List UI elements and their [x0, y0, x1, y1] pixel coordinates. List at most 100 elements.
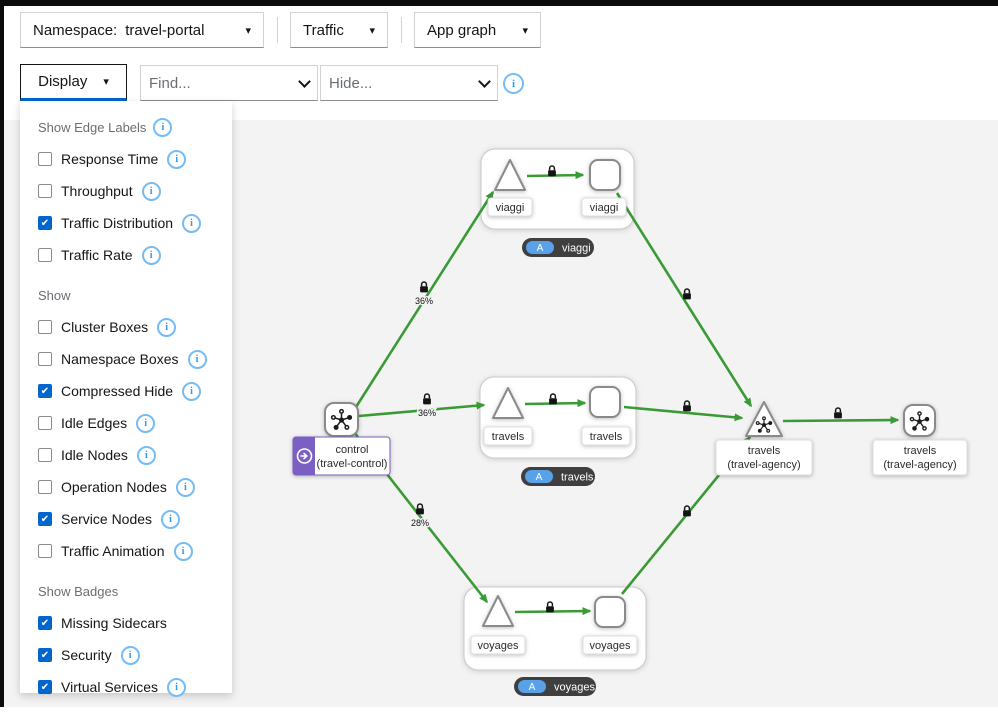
mtls-lock-icon	[419, 281, 429, 294]
chevron-down-icon[interactable]	[471, 81, 497, 86]
info-icon[interactable]: i	[153, 117, 173, 137]
option-traffic-distribution[interactable]: Traffic Distribution i	[38, 207, 232, 239]
checkbox[interactable]	[38, 512, 52, 526]
svg-text:voyages: voyages	[478, 640, 519, 652]
node-label-travels-service: travels	[483, 426, 533, 446]
option-idle-nodes[interactable]: Idle Nodes i	[38, 439, 232, 471]
node-label-voyages-workload: voyages	[582, 635, 638, 655]
option-namespace-boxes[interactable]: Namespace Boxes i	[38, 343, 232, 375]
info-icon[interactable]: i	[141, 181, 161, 201]
checkbox[interactable]	[38, 248, 52, 262]
chevron-down-icon: ▾	[522, 24, 528, 37]
info-icon[interactable]: i	[187, 349, 207, 369]
option-traffic-animation[interactable]: Traffic Animation i	[38, 535, 232, 567]
window-edge-top	[0, 0, 998, 6]
edge-percent-label: 28%	[411, 518, 429, 528]
toolbar-divider	[401, 17, 402, 43]
info-icon[interactable]: i	[182, 213, 202, 233]
graph-type-select[interactable]: App graph ▾	[414, 12, 541, 48]
info-icon[interactable]: i	[182, 381, 202, 401]
option-idle-edges[interactable]: Idle Edges i	[38, 407, 232, 439]
info-icon[interactable]: i	[167, 149, 187, 169]
option-service-nodes[interactable]: Service Nodes i	[38, 503, 232, 535]
info-icon[interactable]: i	[167, 677, 187, 697]
checkbox[interactable]	[38, 616, 52, 630]
svg-text:viaggi: viaggi	[496, 202, 525, 214]
mtls-lock-icon	[682, 505, 692, 518]
option-compressed-hide[interactable]: Compressed Hide i	[38, 375, 232, 407]
option-throughput[interactable]: Throughput i	[38, 175, 232, 207]
node-label-voyages-service: voyages	[470, 635, 526, 655]
checkbox[interactable]	[38, 184, 52, 198]
mtls-lock-icon	[833, 407, 843, 420]
checkbox[interactable]	[38, 216, 52, 230]
app-badge-voyages[interactable]: A voyages	[514, 677, 596, 696]
node-label-control[interactable]: control (travel-control)	[292, 436, 391, 476]
edge-control-to-viaggi[interactable]	[354, 190, 495, 408]
option-cluster-boxes[interactable]: Cluster Boxes i	[38, 311, 232, 343]
hide-box	[320, 65, 498, 101]
svg-text:travels: travels	[904, 445, 937, 457]
graph-help-info-icon[interactable]: i	[503, 73, 524, 94]
namespace-value: travel-portal	[125, 21, 205, 39]
app-letter-badge	[525, 470, 553, 483]
namespace-label: Namespace:	[33, 21, 118, 39]
option-virtual-services[interactable]: Virtual Services i	[38, 671, 232, 703]
app-badge-travels[interactable]: A travels	[521, 467, 595, 486]
checkbox[interactable]	[38, 416, 52, 430]
option-operation-nodes[interactable]: Operation Nodes i	[38, 471, 232, 503]
traffic-label: Traffic	[303, 21, 344, 39]
workload-node-travels[interactable]	[589, 386, 621, 418]
info-icon[interactable]: i	[173, 541, 193, 561]
info-icon[interactable]: i	[136, 445, 156, 465]
svg-text:control: control	[335, 444, 368, 456]
edge-agency-svc-to-wl[interactable]	[782, 416, 900, 425]
option-response-time[interactable]: Response Time i	[38, 143, 232, 175]
chevron-down-icon[interactable]	[291, 81, 317, 86]
namespace-select[interactable]: Namespace: travel-portal ▾	[20, 12, 264, 48]
service-node-viaggi[interactable]	[494, 159, 526, 191]
mtls-lock-icon	[682, 288, 692, 301]
info-icon[interactable]: i	[175, 477, 195, 497]
checkbox[interactable]	[38, 544, 52, 558]
checkbox[interactable]	[38, 352, 52, 366]
node-label-viaggi-service: viaggi	[487, 197, 533, 217]
hide-input[interactable]	[321, 66, 471, 100]
svg-text:voyages: voyages	[554, 682, 595, 694]
option-missing-sidecars[interactable]: Missing Sidecars	[38, 607, 232, 639]
option-security[interactable]: Security i	[38, 639, 232, 671]
traffic-select[interactable]: Traffic ▾	[290, 12, 388, 48]
section-heading-show: Show	[38, 287, 71, 303]
mtls-lock-icon	[422, 393, 432, 406]
edge-travels-to-agency[interactable]	[623, 405, 744, 422]
info-icon[interactable]: i	[120, 645, 140, 665]
info-icon[interactable]: i	[141, 245, 161, 265]
info-icon[interactable]: i	[161, 509, 181, 529]
svg-text:A: A	[536, 472, 543, 483]
checkbox[interactable]	[38, 448, 52, 462]
info-icon[interactable]: i	[136, 413, 156, 433]
node-label-viaggi-workload: viaggi	[581, 197, 627, 217]
checkbox[interactable]	[38, 480, 52, 494]
checkbox[interactable]	[38, 384, 52, 398]
workload-node-viaggi[interactable]	[589, 159, 621, 191]
app-badge-viaggi[interactable]: A viaggi	[522, 238, 594, 257]
service-node-travels[interactable]	[492, 387, 524, 419]
checkbox[interactable]	[38, 648, 52, 662]
svg-text:viaggi: viaggi	[562, 243, 591, 255]
checkbox[interactable]	[38, 152, 52, 166]
workload-node-voyages[interactable]	[594, 596, 626, 628]
node-label-travels-workload: travels	[581, 426, 631, 446]
svg-text:voyages: voyages	[590, 640, 631, 652]
option-traffic-rate[interactable]: Traffic Rate i	[38, 239, 232, 271]
display-dropdown-button[interactable]: Display ▾	[20, 64, 127, 101]
edge-viaggi-to-agency[interactable]	[615, 192, 753, 408]
chevron-down-icon: ▾	[245, 24, 251, 37]
checkbox[interactable]	[38, 680, 52, 694]
find-input[interactable]	[141, 66, 291, 100]
info-icon[interactable]: i	[157, 317, 177, 337]
edge-control-to-travels[interactable]	[358, 401, 486, 418]
checkbox[interactable]	[38, 320, 52, 334]
display-label: Display	[38, 73, 88, 90]
service-node-voyages[interactable]	[482, 595, 514, 627]
